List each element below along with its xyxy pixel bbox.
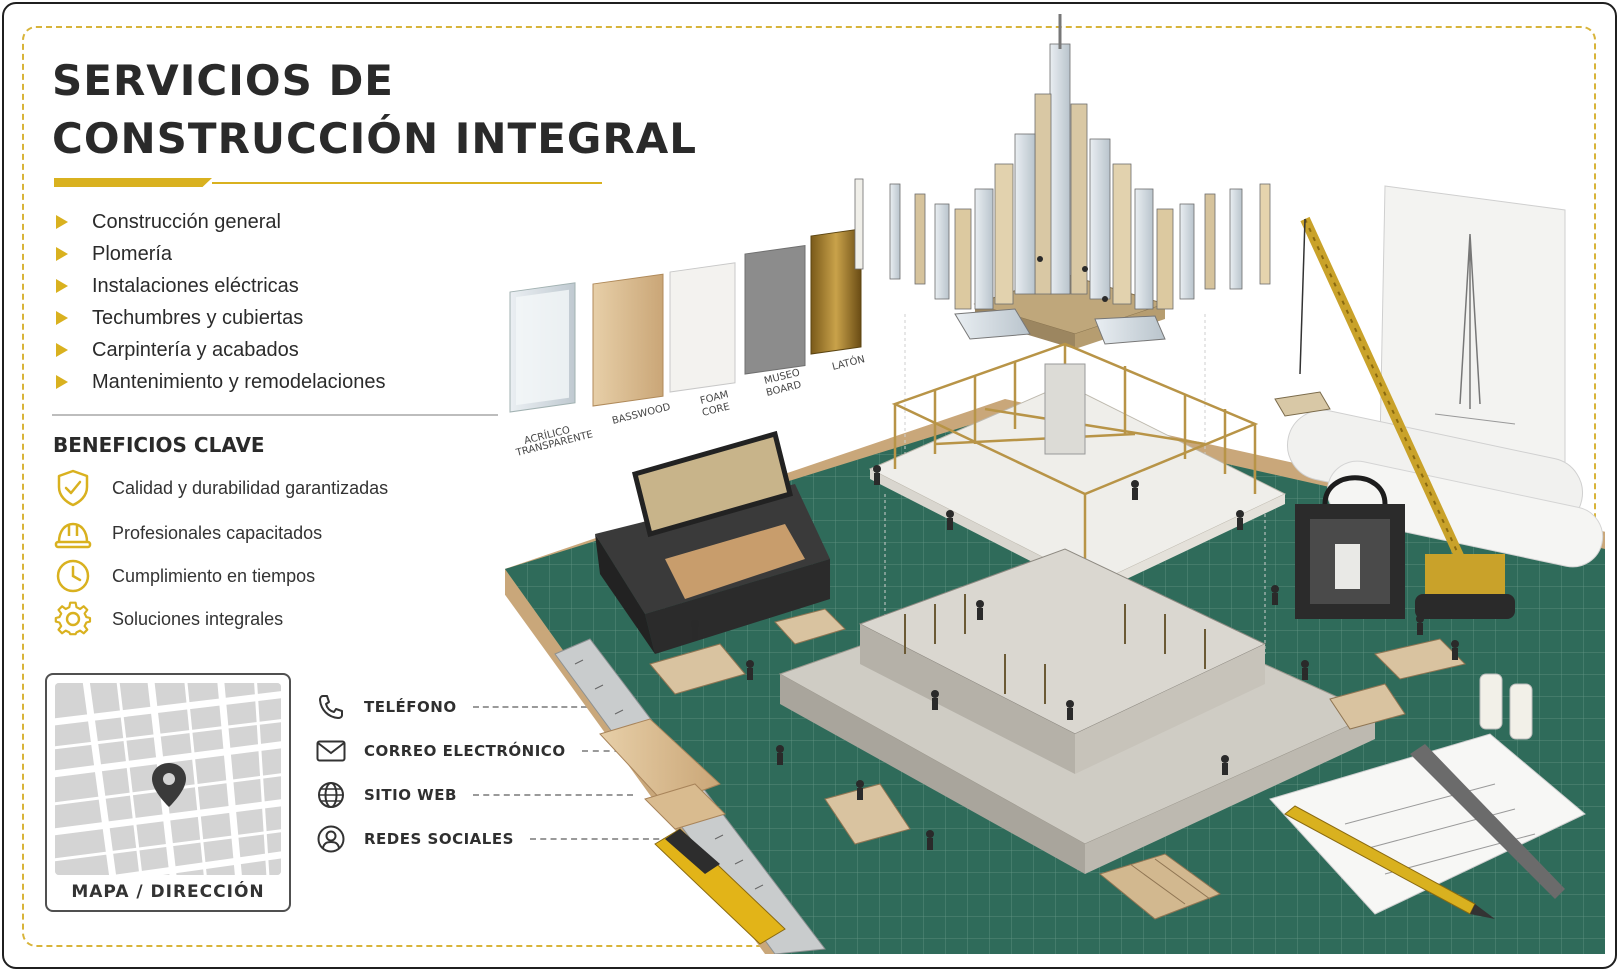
- hard-hat-icon: [54, 514, 92, 552]
- pencil: [1284, 805, 1495, 919]
- contact-line: [472, 794, 633, 796]
- contact-label: REDES SOCIALES: [364, 830, 514, 848]
- benefit-label: Soluciones integrales: [112, 608, 284, 629]
- paper-rolls: [1287, 409, 1604, 568]
- service-label: Mantenimiento y remodelaciones: [92, 370, 386, 393]
- phone-icon: [316, 692, 346, 722]
- map-card[interactable]: MAPA / DIRECCIÓN: [45, 673, 291, 912]
- parts-tray: [1098, 853, 1222, 920]
- construction-model-illustration: ACRÍLICO TRANSPARENTE BASSWOOD FOAM CORE…: [505, 14, 1605, 954]
- foundation-level: [778, 548, 1377, 874]
- title-underline: [212, 182, 602, 184]
- contact-label: CORREO ELECTRÓNICO: [364, 742, 566, 760]
- mail-icon: [316, 736, 346, 766]
- user-icon: [316, 824, 346, 854]
- globe-icon: [316, 780, 346, 810]
- contact-line: [472, 706, 587, 708]
- contact-label: TELÉFONO: [364, 698, 457, 716]
- title-line-2: CONSTRUCCIÓN INTEGRAL: [52, 114, 697, 163]
- title-line-1: SERVICIOS DE: [52, 56, 394, 105]
- glue-bottles: [1479, 673, 1533, 740]
- map-view[interactable]: [55, 683, 281, 875]
- bullet-triangle-icon: [56, 279, 68, 293]
- clock-icon: [54, 557, 92, 595]
- benefit-item: Profesionales capacitados: [54, 514, 322, 552]
- benefit-label: Calidad y durabilidad garantizadas: [112, 477, 389, 498]
- shield-check-icon: [54, 469, 92, 507]
- contact-label: SITIO WEB: [364, 786, 457, 804]
- map-label: MAPA / DIRECCIÓN: [71, 882, 265, 902]
- bullet-triangle-icon: [56, 375, 68, 389]
- skyscraper-model: [854, 14, 1271, 349]
- drafting-sheet: [1269, 733, 1586, 915]
- service-label: Plomería: [92, 242, 173, 265]
- service-label: Instalaciones eléctricas: [92, 274, 299, 297]
- wood-planks: [599, 718, 726, 830]
- service-item: Techumbres y cubiertas: [54, 302, 386, 334]
- gear-icon: [54, 600, 92, 638]
- 3d-printer: [1295, 475, 1405, 619]
- benefit-item: Soluciones integrales: [54, 600, 283, 638]
- material-swatches: ACRÍLICO TRANSPARENTE BASSWOOD FOAM CORE…: [509, 228, 866, 459]
- map-pin-icon: [152, 763, 186, 807]
- section-divider: [52, 414, 498, 416]
- contact-line: [581, 750, 642, 752]
- service-item: Carpintería y acabados: [54, 334, 386, 366]
- benefits-heading: BENEFICIOS CLAVE: [53, 433, 265, 457]
- contact-email[interactable]: CORREO ELECTRÓNICO: [316, 736, 642, 766]
- bullet-triangle-icon: [56, 311, 68, 325]
- contact-line: [529, 838, 690, 840]
- services-list: Construcción general Plomería Instalacio…: [54, 206, 386, 398]
- title-underline-accent: [54, 178, 212, 187]
- swatch-label-laton: LATÓN: [831, 352, 866, 373]
- benefit-item: Cumplimiento en tiempos: [54, 557, 315, 595]
- bullet-triangle-icon: [56, 247, 68, 261]
- service-item: Construcción general: [54, 206, 386, 238]
- service-label: Carpintería y acabados: [92, 338, 299, 361]
- benefit-label: Profesionales capacitados: [112, 522, 323, 543]
- service-item: Mantenimiento y remodelaciones: [54, 366, 386, 398]
- workbenches: [649, 608, 1466, 845]
- service-label: Techumbres y cubiertas: [92, 306, 304, 329]
- benefit-item: Calidad y durabilidad garantizadas: [54, 469, 388, 507]
- tower-crane: [1274, 216, 1515, 619]
- page-title: SERVICIOS DE CONSTRUCCIÓN INTEGRAL: [52, 52, 697, 168]
- service-item: Instalaciones eléctricas: [54, 270, 386, 302]
- benefit-label: Cumplimiento en tiempos: [112, 565, 316, 586]
- contact-social[interactable]: REDES SOCIALES: [316, 824, 690, 854]
- bullet-triangle-icon: [56, 215, 68, 229]
- worker-figures: [691, 256, 1459, 850]
- utility-knife: [654, 828, 786, 945]
- service-label: Construcción general: [92, 210, 281, 233]
- service-item: Plomería: [54, 238, 386, 270]
- contact-website[interactable]: SITIO WEB: [316, 780, 633, 810]
- bullet-triangle-icon: [56, 343, 68, 357]
- laser-cutter-machine: [595, 430, 830, 654]
- swatch-label-basswood: BASSWOOD: [611, 402, 672, 427]
- contact-phone[interactable]: TELÉFONO: [316, 692, 587, 722]
